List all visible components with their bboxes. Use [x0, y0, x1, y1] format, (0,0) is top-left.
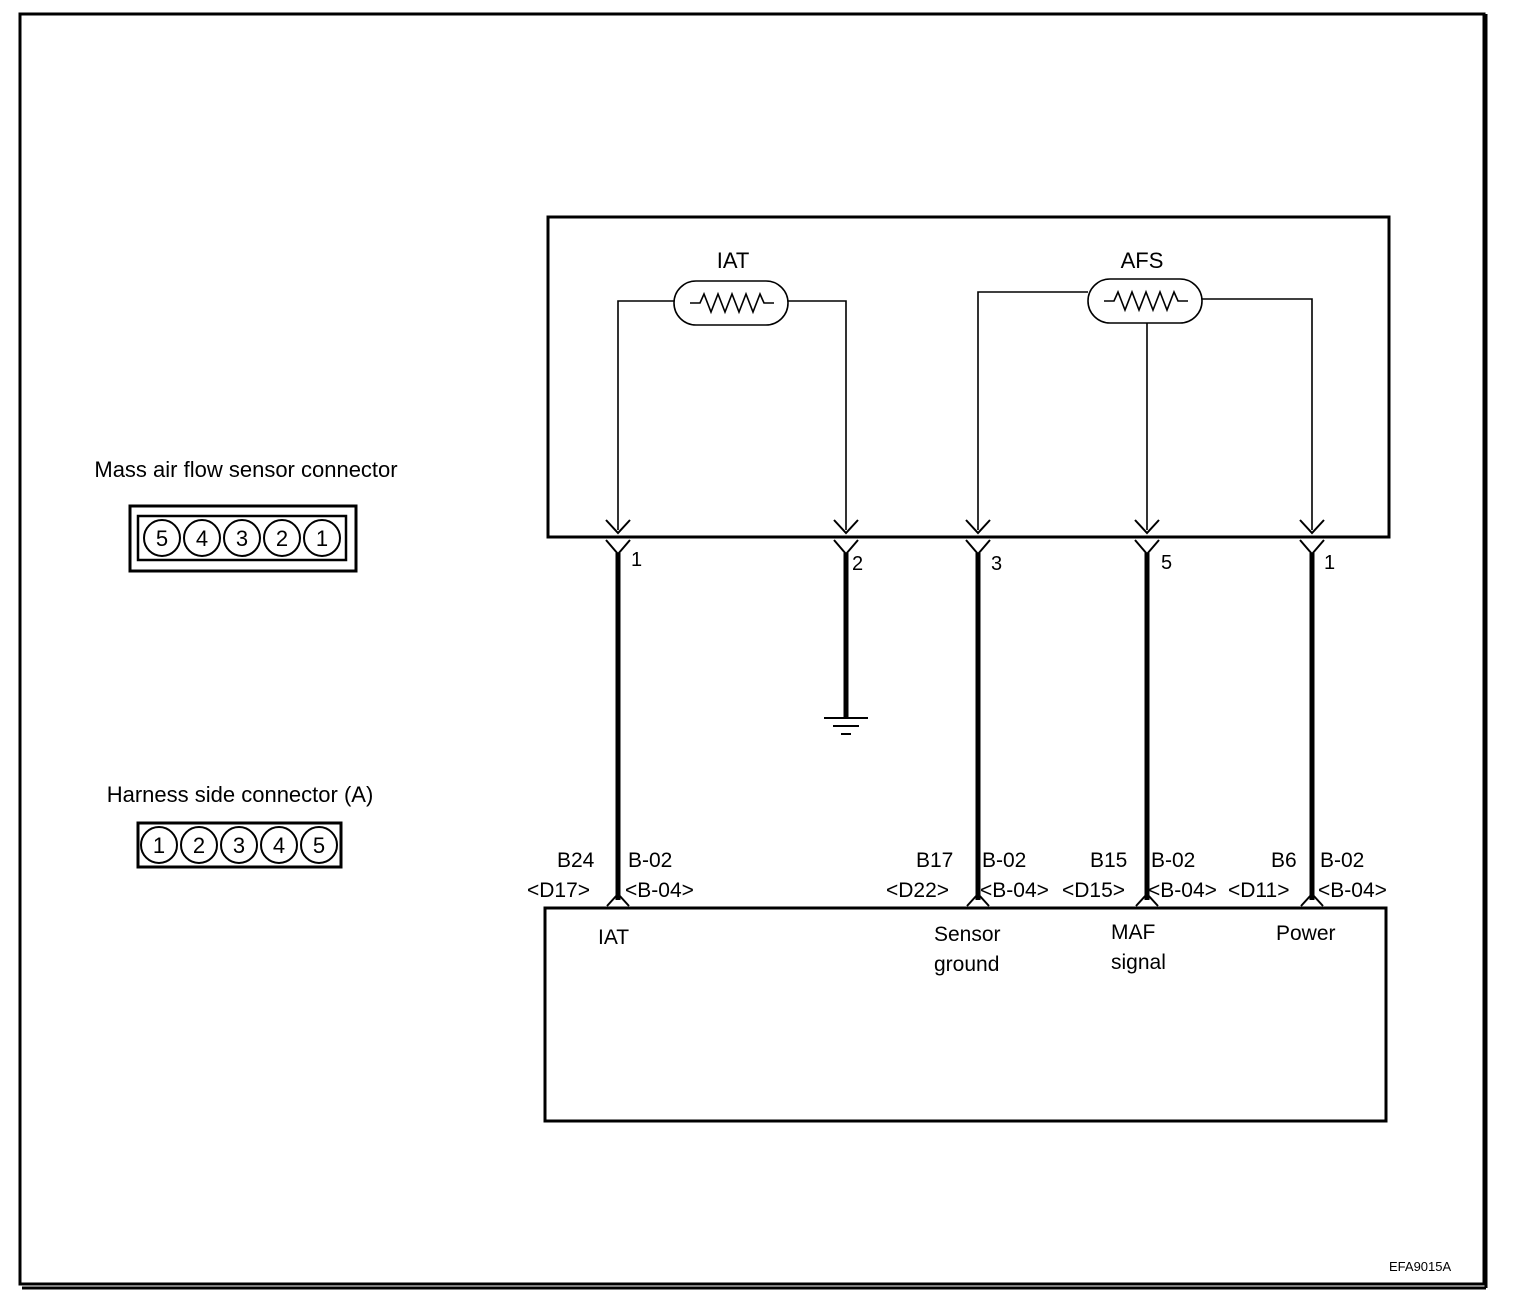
terminal-b6: B6: [1271, 849, 1297, 872]
harness-connector-pin-number: 2: [193, 833, 205, 858]
maf-connector-pin-circle: [183, 519, 221, 557]
ecm-terminal-chevron-3: [1135, 892, 1159, 907]
iat-label: IAT: [717, 248, 750, 273]
harness-maf-signal-labels: B15 <D15> B-02 <B-04> MAF signal: [1062, 849, 1217, 974]
harness-connector-title: Harness side connector (A): [107, 782, 374, 807]
terminal-chevron-ground: [965, 539, 991, 556]
ecm-signal-label: signal: [1111, 951, 1166, 974]
afs-resistor-symbol: [1087, 278, 1203, 324]
terminal-chevron-power: [1299, 539, 1325, 556]
figure-code: EFA9015A: [1389, 1259, 1451, 1274]
sensor-pin-afs-power: 1: [1324, 552, 1335, 574]
harness-connector-pin-circle: [220, 826, 258, 864]
connector-b04-power: <B-04>: [1318, 879, 1387, 902]
terminal-chevron-iat-b: [833, 539, 859, 556]
connector-b02-iat: B-02: [628, 849, 672, 872]
connector-b02-maf: B-02: [1151, 849, 1195, 872]
afs-label: AFS: [1121, 248, 1164, 273]
maf-connector-pin-number: 5: [156, 526, 168, 551]
harness-connector-pin-number: 4: [273, 833, 285, 858]
ecm-terminal-chevron-4: [1300, 892, 1324, 907]
harness-connector-pin-circle: [300, 826, 338, 864]
sensor-pin-iat-b: 2: [852, 553, 863, 575]
maf-connector-pin-circle: [303, 519, 341, 557]
maf-connector-pin-number: 1: [316, 526, 328, 551]
iat-resistor-symbol: [673, 280, 789, 326]
mass-air-flow-sensor-connector: Mass air flow sensor connector 5 4 3 2 1: [94, 457, 398, 573]
harness-wires: [615, 553, 1315, 900]
ecm-terminals: [606, 892, 1324, 907]
connector-b02-ground: B-02: [982, 849, 1026, 872]
maf-connector-pin-circle: [143, 519, 181, 557]
harness-connector-pin-number: 1: [153, 833, 165, 858]
terminal-chevron-signal: [1134, 539, 1160, 556]
maf-connector-title: Mass air flow sensor connector: [94, 457, 397, 482]
maf-sensor-box: IAT AFS 1 2 3 5 1: [546, 215, 1391, 575]
maf-connector-pin-circle: [263, 519, 301, 557]
terminal-b15: B15: [1090, 849, 1127, 872]
terminal-b17: B17: [916, 849, 953, 872]
harness-connector-pin-circle: [260, 826, 298, 864]
harness-power-labels: B6 <D11> B-02 <B-04> Power: [1228, 849, 1387, 945]
terminal-chevron-iat-a: [605, 539, 631, 556]
ecm-terminal-chevron-2: [966, 892, 990, 907]
sensor-pin-iat-a: 1: [631, 549, 642, 571]
connector-b04-maf: <B-04>: [1148, 879, 1217, 902]
ecm-terminal-chevron-1: [606, 892, 630, 907]
terminal-d15: <D15>: [1062, 879, 1125, 902]
ecm-maf-label: MAF: [1111, 921, 1155, 944]
maf-connector-pin-number: 2: [276, 526, 288, 551]
harness-connector-pin-number: 5: [313, 833, 325, 858]
connector-b04-ground: <B-04>: [980, 879, 1049, 902]
harness-sensor-ground-labels: B17 <D22> B-02 <B-04> Sensor ground: [886, 849, 1049, 976]
terminal-b24: B24: [557, 849, 595, 872]
terminal-d22: <D22>: [886, 879, 949, 902]
terminal-d17: <D17>: [527, 879, 590, 902]
sensor-pin-afs-ground: 3: [991, 553, 1002, 575]
ecm-power-label: Power: [1276, 922, 1336, 945]
terminal-d11: <D11>: [1228, 879, 1290, 902]
ecm-box: [543, 906, 1388, 1123]
harness-side-connector: Harness side connector (A) 1 2 3 4 5: [107, 782, 374, 869]
harness-connector-pin-circle: [180, 826, 218, 864]
maf-connector-pin-number: 3: [236, 526, 248, 551]
page-frame: [18, 12, 1488, 1290]
maf-connector-pin-circle: [223, 519, 261, 557]
connector-b02-power: B-02: [1320, 849, 1364, 872]
maf-connector-pin-number: 4: [196, 526, 208, 551]
harness-connector-pin-circle: [140, 826, 178, 864]
harness-iat-labels: B24 <D17> B-02 <B-04> IAT: [527, 849, 694, 949]
ecm-sensor-label: Sensor: [934, 923, 1001, 946]
connector-b04-iat: <B-04>: [625, 879, 694, 902]
internal-wiring: [617, 291, 1313, 530]
sensor-pin-afs-signal: 5: [1161, 552, 1172, 574]
ecm-iat-label: IAT: [598, 926, 629, 949]
harness-connector-pin-number: 3: [233, 833, 245, 858]
ground-icon: [824, 717, 868, 735]
ecm-ground-label: ground: [934, 953, 999, 976]
